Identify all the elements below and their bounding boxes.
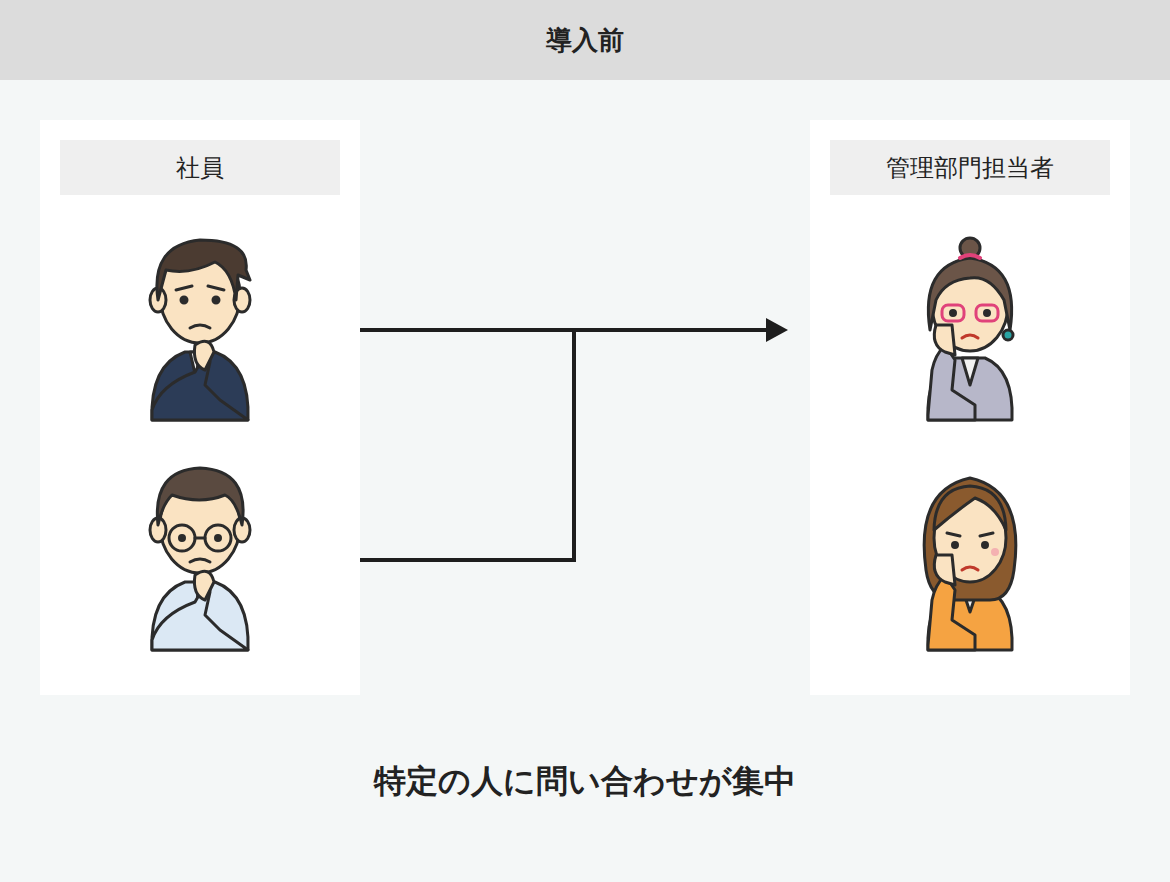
panel-heading-box: 社員 <box>60 140 340 195</box>
group-panel: 社員 <box>40 120 360 695</box>
group-panel: 管理部門担当者 <box>810 120 1130 695</box>
person-illustration <box>924 478 1016 650</box>
panel-heading: 社員 <box>176 152 224 184</box>
panel-ground <box>810 120 1130 695</box>
arrow-head <box>766 318 788 342</box>
connector-line <box>360 328 766 332</box>
connector-line <box>360 330 574 560</box>
person-illustration <box>928 238 1013 420</box>
person-illustration <box>150 468 250 650</box>
title-band: 導入前 <box>0 0 1170 80</box>
connector-arrow <box>360 318 788 560</box>
panel-ground <box>40 120 360 695</box>
panel-heading-box: 管理部門担当者 <box>830 140 1110 195</box>
person-illustration <box>150 240 250 420</box>
title: 導入前 <box>546 23 624 58</box>
panel-heading: 管理部門担当者 <box>886 152 1054 184</box>
caption: 特定の人に問い合わせが集中 <box>0 760 1170 804</box>
